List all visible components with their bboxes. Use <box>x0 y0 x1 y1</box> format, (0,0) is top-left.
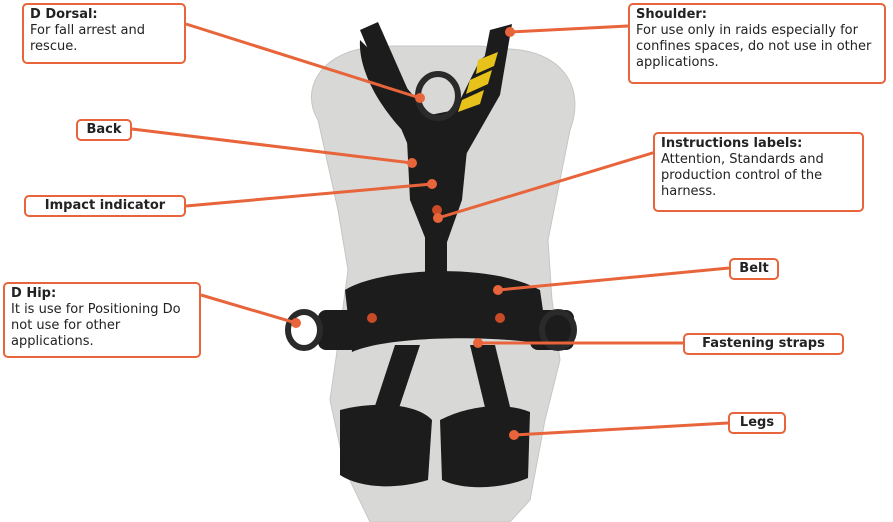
label-d-dorsal-text: For fall arrest and rescue. <box>30 23 178 55</box>
label-d-dorsal: D Dorsal: For fall arrest and rescue. <box>22 3 186 64</box>
label-fastening-straps: Fastening straps <box>683 333 844 355</box>
label-shoulder-text: For use only in raids especially for con… <box>636 23 878 71</box>
label-d-hip-text: It is use for Positioning Do not use for… <box>11 302 193 350</box>
label-instructions: Instructions labels: Attention, Standard… <box>653 132 864 212</box>
label-fastening-straps-title: Fastening straps <box>702 336 825 351</box>
label-impact-indicator: Impact indicator <box>24 195 186 217</box>
label-instructions-title: Instructions labels: <box>661 136 856 152</box>
label-d-hip: D Hip: It is use for Positioning Do not … <box>3 282 201 358</box>
label-belt-title: Belt <box>739 261 768 276</box>
label-d-dorsal-title: D Dorsal: <box>30 7 178 23</box>
label-shoulder: Shoulder: For use only in raids especial… <box>628 3 886 84</box>
label-legs: Legs <box>728 412 786 434</box>
label-d-hip-title: D Hip: <box>11 286 193 302</box>
label-back: Back <box>76 119 132 141</box>
label-shoulder-title: Shoulder: <box>636 7 878 23</box>
label-impact-indicator-title: Impact indicator <box>45 198 165 213</box>
label-back-title: Back <box>86 122 121 137</box>
label-instructions-text: Attention, Standards and production cont… <box>661 152 856 200</box>
label-legs-title: Legs <box>740 415 774 430</box>
label-belt: Belt <box>729 258 779 280</box>
